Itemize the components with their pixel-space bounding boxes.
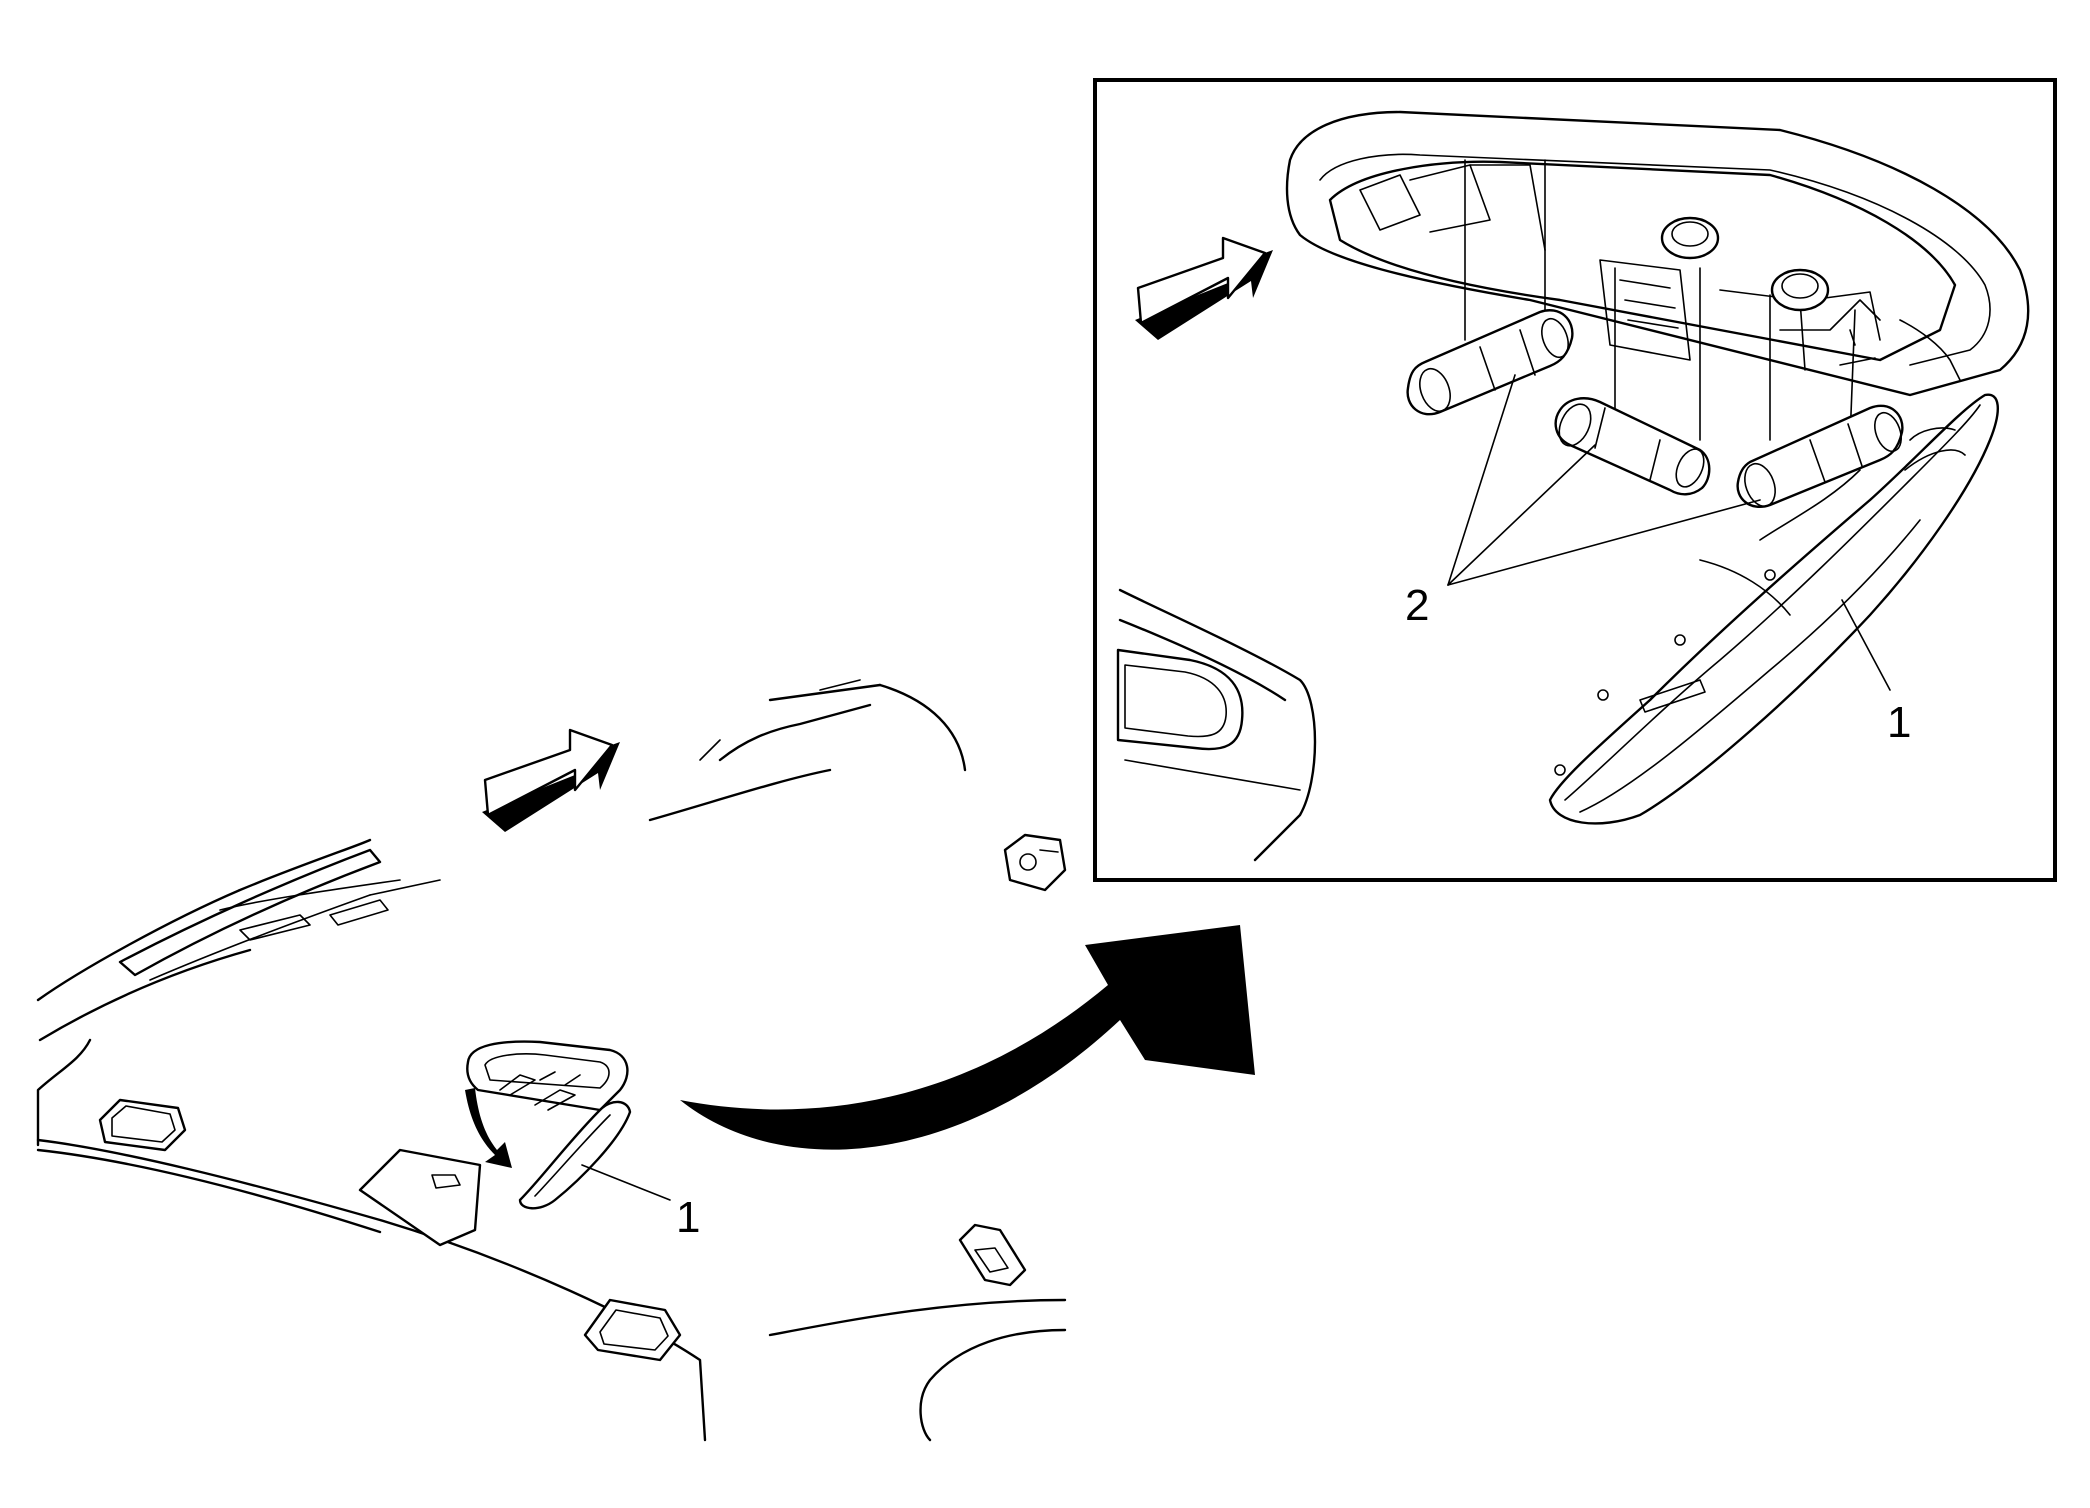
rear-dome-lamp-right (583, 1298, 682, 1362)
callout-1-leader (1841, 599, 1891, 691)
callout-1-overview: 1 (676, 1193, 700, 1242)
console-lens-detail (1548, 393, 1999, 825)
bulb-2 (1554, 397, 1711, 496)
bulb-1 (1406, 309, 1574, 416)
forward-direction-arrow-detail (1135, 236, 1273, 340)
sunroof-switch-pad (358, 1148, 482, 1247)
removal-arrow (465, 1088, 512, 1168)
callout-1-detail: 1 (1887, 698, 1911, 747)
headliner-overview: 1 (36, 679, 1067, 1442)
detail-inset: 2 1 (1093, 78, 2057, 882)
rear-dome-lamp-left (98, 1098, 187, 1152)
callout-2-leaders (1447, 374, 1761, 586)
console-lens-small (518, 1100, 632, 1210)
bulb-3 (1736, 404, 1904, 508)
console-housing (1285, 110, 2030, 441)
callout-2-detail: 2 (1405, 581, 1429, 630)
inset-trim-piece (1116, 588, 1317, 862)
magnify-curved-arrow (680, 925, 1255, 1150)
overhead-console-small (465, 1040, 671, 1210)
forward-direction-arrow-overview (482, 728, 620, 832)
coat-hook-right (958, 1223, 1027, 1287)
rear-lamp-far-right (1003, 833, 1067, 892)
